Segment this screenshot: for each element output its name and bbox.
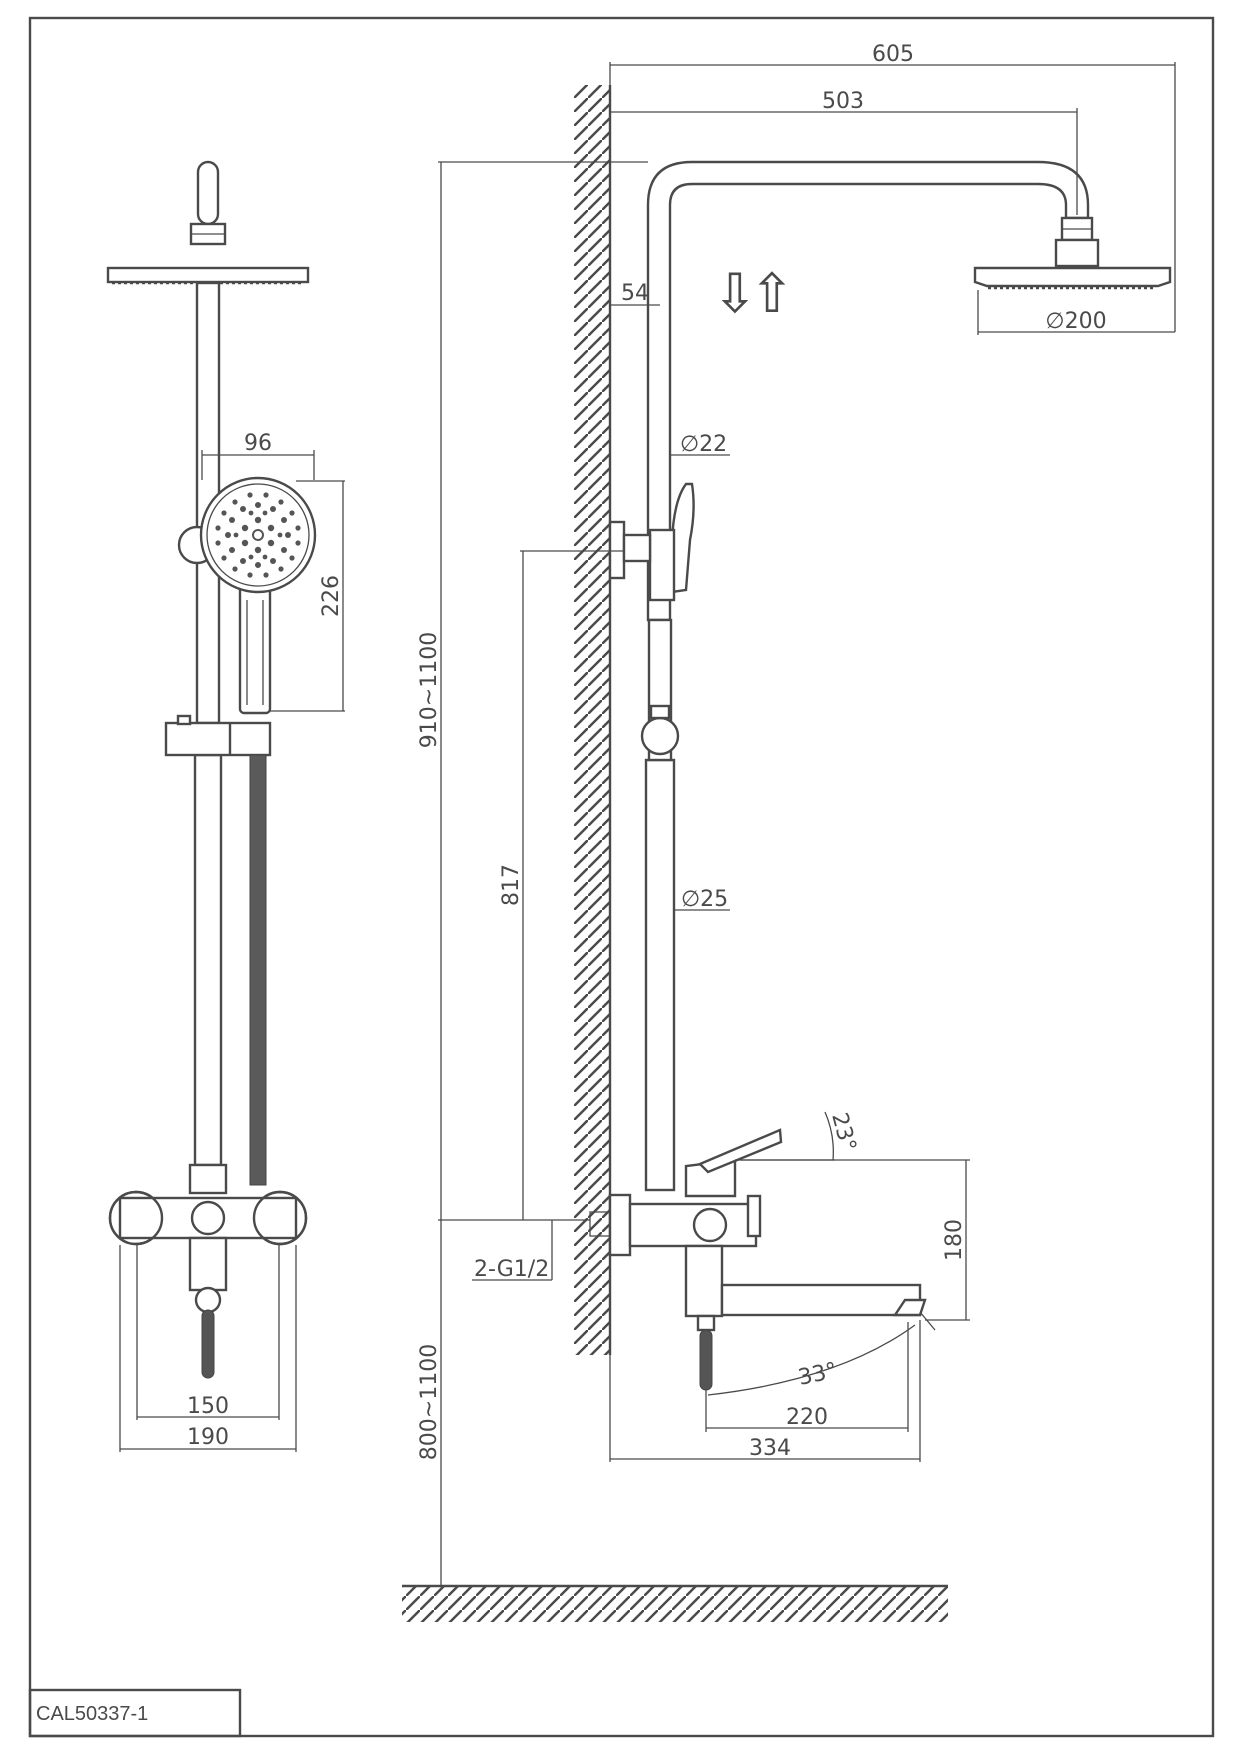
front-riser-lower (193, 753, 223, 1167)
hand-shower-diameter-label: 96 (244, 431, 272, 456)
arrow-up-icon: ⇧ (749, 262, 794, 325)
spout-reach-label: 220 (786, 1405, 828, 1430)
wall-offset-label: 54 (621, 281, 649, 306)
front-hand-shower-face (199, 476, 317, 594)
front-mixer-body (108, 1190, 308, 1246)
front-mixer-connector (188, 1163, 228, 1195)
side-spout (720, 1283, 922, 1317)
drawing-code: CAL50337-1 (36, 1703, 148, 1725)
wall (574, 85, 612, 1355)
front-slider-bracket (164, 721, 272, 757)
side-shower-arm (646, 160, 1090, 622)
floor (402, 1584, 948, 1622)
arrow-down-icon: ⇩ (712, 262, 757, 325)
hand-shower-length-label: 226 (319, 575, 344, 617)
inlet-thread-label: 2-G1/2 (474, 1257, 549, 1282)
inlet-centers-label: 150 (187, 1394, 229, 1419)
front-hand-shower-handle (238, 583, 272, 715)
side-hand-shower (670, 482, 695, 594)
front-diverter (188, 1236, 228, 1292)
slider-height-label: 817 (499, 864, 524, 906)
mount-height-label: 800~1100 (417, 1344, 442, 1460)
front-dimensions: 96 226 150 190 (119, 431, 345, 1452)
side-head-shower (973, 266, 1172, 288)
side-riser-lower (644, 758, 676, 1192)
front-head-shower (106, 266, 310, 284)
head-diameter-label: ∅200 (1045, 309, 1106, 334)
side-spout-column (684, 1244, 724, 1318)
side-dimensions: 605 503 54 ∅200 ∅22 ∅25 910~1100 817 2-G… (417, 42, 1176, 1586)
front-view (106, 160, 317, 1379)
front-arm-stub (196, 160, 220, 226)
lever-angle-label: 23° (826, 1110, 860, 1154)
overall-height-label: 910~1100 (417, 632, 442, 748)
side-hose-outlet (699, 1329, 713, 1391)
mixer-width-label: 190 (187, 1425, 229, 1450)
mixer-depth-label: 334 (749, 1436, 791, 1461)
side-view: ⇩ ⇧ (589, 160, 1172, 1391)
front-hose (249, 754, 267, 1186)
front-hose-outlet (201, 1309, 215, 1379)
drawing-frame (28, 16, 1215, 1738)
riser-top-diameter-label: ∅22 (680, 432, 727, 457)
side-wall-bracket (608, 520, 626, 580)
arm-length-label: 503 (822, 89, 864, 114)
side-wall-flange (608, 1193, 632, 1257)
side-slider-knob (640, 716, 680, 756)
title-block: CAL50337-1 (28, 1688, 242, 1738)
spout-swivel-label: 33° (796, 1358, 839, 1391)
overall-width-label: 605 (872, 42, 914, 67)
riser-diameter-label: ∅25 (681, 887, 728, 912)
mixer-height-label: 180 (942, 1219, 967, 1261)
